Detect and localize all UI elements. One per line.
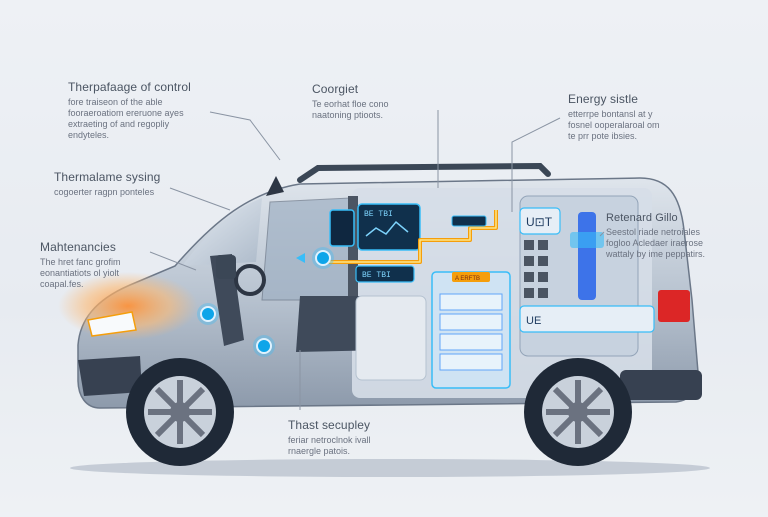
- right-data-panel: [519, 305, 655, 333]
- battery-pack-glow: [570, 232, 604, 248]
- center-screen: [355, 265, 415, 283]
- callout-desc: Seestol riade netroiales fogloo Acledaer…: [606, 227, 706, 259]
- callout-desc: Te eorhat floe cono naatoning ptioots.: [312, 99, 389, 120]
- side-mirror: [216, 255, 236, 279]
- front-wheel-icon: [126, 358, 234, 466]
- ut-label: U⊡T: [526, 215, 553, 229]
- callout-title: Retenard Gillo: [606, 212, 678, 224]
- callout-title: Mahtenancies: [40, 240, 116, 254]
- ground-shadow: [70, 459, 710, 477]
- headlight-icon: [87, 311, 137, 337]
- b-pillar: [348, 196, 358, 346]
- leader-lines: [149, 110, 605, 410]
- cab-screen-b-text: BE TBI: [364, 210, 393, 219]
- front-bumper: [78, 356, 142, 396]
- right-cell-grid: [524, 240, 548, 298]
- callout-energy: Energy sistle etterrpe bontansl at y fos…: [568, 92, 660, 142]
- tail-light: [658, 290, 690, 322]
- callout-title: Coorgiet: [312, 82, 359, 96]
- battery-pack-icon: [578, 212, 596, 300]
- callout-coolant: Coorgiet Te eorhat floe cono naatoning p…: [312, 82, 389, 121]
- temperature-sensor-icon: [312, 247, 334, 269]
- callout-desc: The hret fanc grofim eonantiatiots ol yi…: [40, 257, 121, 289]
- callout-retard: Retenard Gillo Seestol riade netroiales …: [606, 212, 705, 260]
- leader-arrow: [266, 176, 284, 196]
- cab-screen-b: [357, 203, 421, 251]
- callout-desc: feriar netroclnok ivall rnaergle patois.: [288, 435, 371, 456]
- sensor-mid: [197, 303, 219, 325]
- roof-rail: [297, 162, 551, 183]
- orange-tag: [452, 272, 490, 282]
- center-screen-text: BE TBI: [362, 271, 391, 280]
- callout-maintenance: Mahtenancies The hret fanc grofim eonant…: [40, 240, 121, 290]
- callout-desc: cogoerter ragpn ponteles: [54, 187, 155, 197]
- windshield: [182, 198, 262, 266]
- rear-wheel-icon: [524, 358, 632, 466]
- callout-title: Thermalame sysing: [54, 170, 161, 184]
- callout-thermal-system: Thermalame sysing cogoerter ragpn pontel…: [54, 170, 160, 198]
- steering-wheel: [234, 264, 266, 296]
- callout-desc: fore traiseon of the able fooraeroatiom …: [68, 97, 184, 140]
- cab-screen-graph: [365, 220, 409, 237]
- orange-tag-text: A ERFTB: [455, 276, 480, 282]
- callout-desc: etterrpe bontansl at y fosnel ooperalaro…: [568, 109, 660, 141]
- rear-bumper: [620, 370, 702, 400]
- coolant-line-inner: [324, 210, 497, 263]
- right-small-label: UE: [526, 315, 541, 327]
- cargo-lower-panel: [355, 295, 427, 381]
- callout-thermal-control: Therpafaage of control fore traiseon of …: [68, 80, 191, 141]
- ut-panel: [519, 207, 561, 235]
- callout-title: Energy sistle: [568, 92, 638, 106]
- cab-screen-a: [329, 209, 355, 247]
- cargo-screen: [451, 215, 487, 227]
- callout-thast: Thast secupley feriar netroclnok ivall r…: [288, 418, 371, 457]
- sensor-arrow: [296, 253, 305, 263]
- callout-title: Thast secupley: [288, 418, 371, 432]
- callout-title: Therpafaage of control: [68, 80, 191, 94]
- battery-cells: [439, 293, 503, 371]
- sensor-low: [253, 335, 275, 357]
